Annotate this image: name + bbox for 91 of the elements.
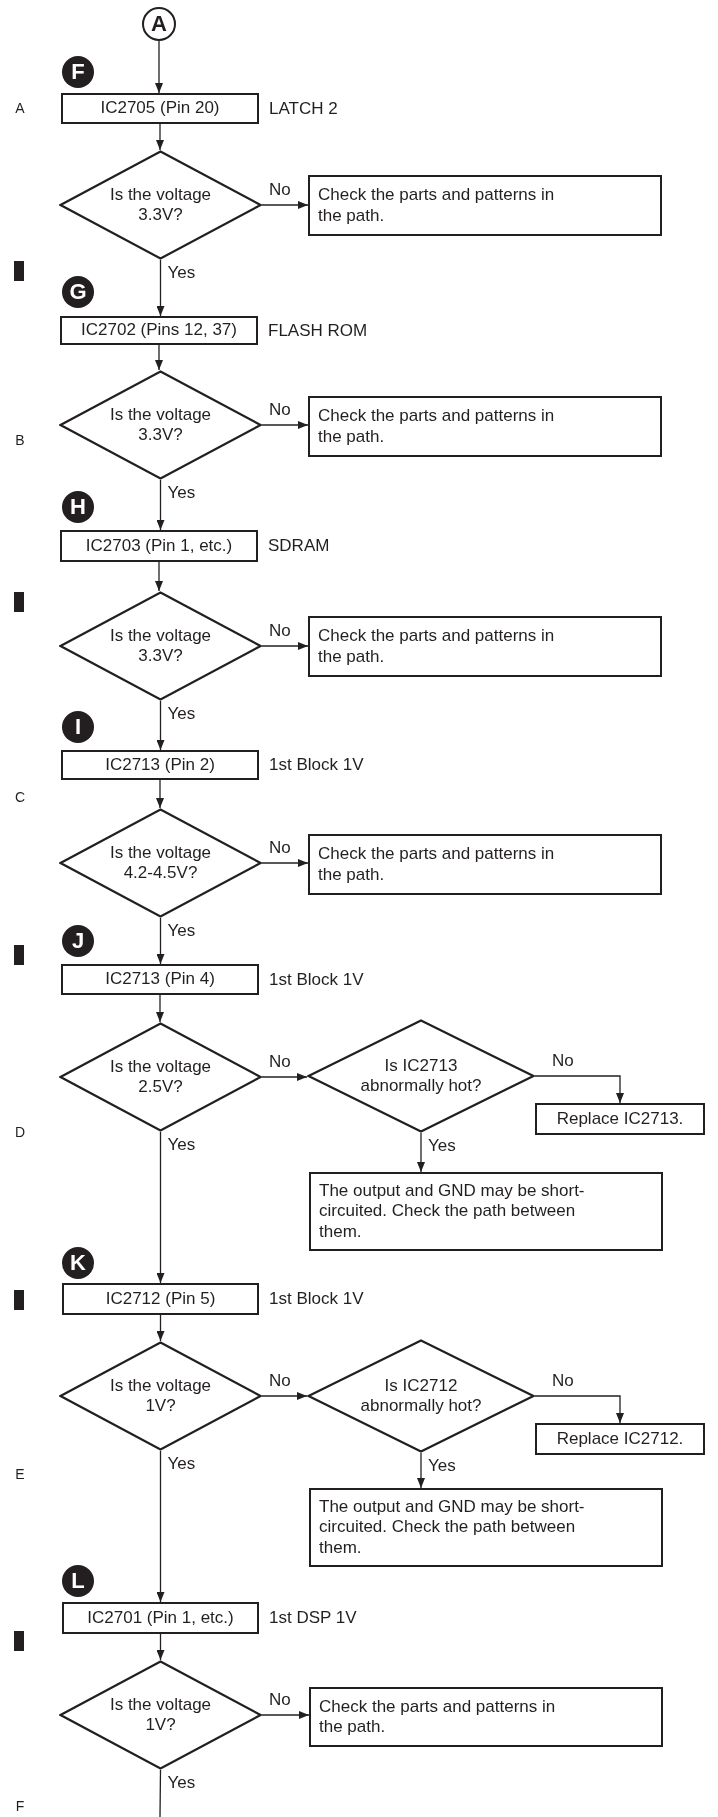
annotation-label: SDRAM	[268, 536, 330, 556]
box-text: The output and GND may be short-circuited. Check the path between them.	[319, 1180, 586, 1243]
connector-letter: A	[151, 10, 167, 38]
arrow	[156, 1450, 165, 1603]
decision-diamond	[59, 808, 262, 918]
step-badge: H	[62, 491, 94, 523]
arrow	[534, 1075, 624, 1104]
box-text: IC2712 (Pin 5)	[105, 1288, 216, 1310]
annotation-label: FLASH ROM	[268, 320, 368, 341]
arrow	[261, 1073, 308, 1081]
connector-circle	[142, 7, 176, 41]
process-box	[309, 1687, 663, 1747]
arrow	[156, 917, 165, 965]
process-box	[308, 175, 662, 236]
arrow	[534, 1395, 624, 1424]
decision-text: Is the voltage 2.5V?	[108, 1056, 213, 1098]
arrow	[261, 201, 309, 209]
box-text: Check the parts and patterns in the path.	[318, 844, 556, 885]
process-box	[535, 1423, 705, 1455]
decision-text: Is the voltage 3.3V?	[108, 184, 213, 226]
arrow	[156, 479, 165, 531]
step-badge: K	[62, 1247, 94, 1279]
box-text: Check the parts and patterns in the path.	[319, 1696, 557, 1738]
arrow	[156, 994, 164, 1023]
arrow	[155, 344, 163, 371]
box-text: Replace IC2712.	[556, 1428, 684, 1450]
box-text: IC2713 (Pin 4)	[105, 969, 215, 990]
box-text: IC2702 (Pins 12, 37)	[81, 320, 237, 341]
arrow	[261, 859, 309, 867]
process-box	[535, 1103, 705, 1135]
arrow	[261, 642, 309, 650]
box-text: Check the parts and patterns in the path.	[318, 185, 556, 226]
decision-text: Is IC2712 abnormally hot?	[359, 1375, 483, 1417]
box-text: IC2713 (Pin 2)	[105, 754, 215, 776]
box-text: IC2703 (Pin 1, etc.)	[85, 535, 233, 557]
decision-diamond	[59, 150, 262, 260]
box-text: IC2705 (Pin 20)	[100, 98, 220, 119]
row-letter: F	[15, 1798, 25, 1814]
row-letter: C	[14, 789, 26, 805]
arrow	[155, 40, 163, 94]
box-text: Check the parts and patterns in the path.	[318, 626, 556, 667]
decision-text: Is the voltage 4.2-4.5V?	[108, 842, 213, 884]
decision-diamond	[59, 591, 262, 701]
arrow	[156, 700, 165, 751]
step-badge: F	[62, 56, 94, 88]
decision-text: Is the voltage 3.3V?	[108, 404, 213, 446]
arrow	[155, 561, 163, 592]
arrow	[417, 1452, 425, 1489]
step-badge: L	[62, 1565, 94, 1597]
step-badge: G	[62, 276, 94, 308]
decision-text: Is the voltage 1V?	[108, 1694, 213, 1736]
decision-text: Is IC2713 abnormally hot?	[359, 1055, 483, 1097]
step-badge: I	[62, 711, 94, 743]
row-letter: B	[15, 432, 25, 448]
arrow	[261, 1392, 308, 1400]
arrow	[156, 779, 164, 809]
arrow	[261, 421, 309, 429]
arrow	[156, 1314, 165, 1342]
arrow	[156, 123, 164, 151]
connector-line	[159, 1769, 162, 1817]
decision-diamond	[307, 1339, 535, 1453]
row-letter: E	[15, 1466, 25, 1482]
annotation-label: 1st DSP 1V	[269, 1608, 357, 1628]
box-text: The output and GND may be short-circuited. Check the path between them.	[319, 1496, 586, 1559]
decision-text: Is the voltage 1V?	[108, 1375, 213, 1417]
process-box	[308, 834, 662, 895]
decision-diamond	[59, 1341, 262, 1451]
row-letter: D	[14, 1124, 26, 1140]
arrow	[156, 259, 165, 317]
annotation-label: 1st Block 1V	[269, 969, 364, 990]
annotation-label: 1st Block 1V	[269, 755, 364, 775]
decision-diamond	[59, 1022, 262, 1132]
process-box	[309, 1488, 663, 1567]
arrow	[261, 1711, 310, 1719]
decision-diamond	[59, 1660, 262, 1770]
process-box	[308, 616, 662, 677]
annotation-label: LATCH 2	[269, 98, 338, 119]
box-text: Check the parts and patterns in the path.	[318, 406, 556, 447]
box-text: IC2701 (Pin 1, etc.)	[87, 1607, 234, 1629]
annotation-label: 1st Block 1V	[269, 1289, 364, 1309]
arrow	[417, 1132, 425, 1173]
arrow	[156, 1131, 165, 1284]
process-box	[309, 1172, 663, 1251]
box-text: Replace IC2713.	[556, 1108, 684, 1130]
arrow	[156, 1633, 165, 1661]
decision-diamond	[307, 1019, 535, 1133]
row-letter: A	[15, 100, 25, 116]
decision-text: Is the voltage 3.3V?	[108, 625, 213, 667]
decision-diamond	[59, 370, 262, 480]
step-badge: J	[62, 925, 94, 957]
process-box	[308, 396, 662, 457]
